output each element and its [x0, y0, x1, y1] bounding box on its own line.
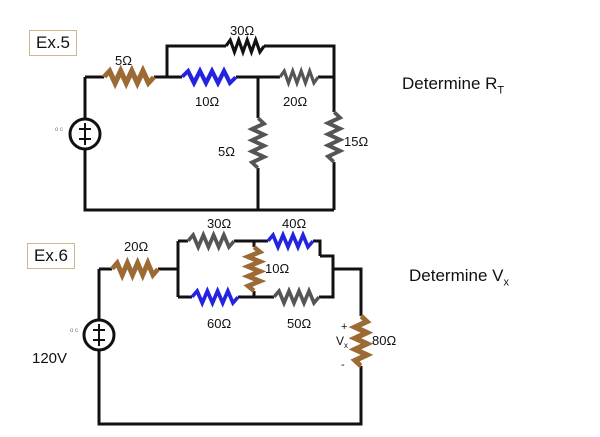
ex6-resistor-30ohm	[186, 233, 237, 249]
ex6-resistor-80ohm	[355, 316, 367, 366]
ex6-resistor-20ohm	[112, 263, 158, 275]
ex6-resistor-60ohm	[190, 289, 241, 305]
ex6-label-box: Ex.6	[27, 243, 76, 269]
ex6-label-80ohm: 80Ω	[372, 333, 396, 348]
ex5-label-10ohm: 10Ω	[195, 94, 219, 109]
ex5-label-20ohm: 20Ω	[283, 94, 307, 109]
ex6-label-50ohm: 50Ω	[287, 316, 311, 331]
ex5-voltage-source	[68, 117, 102, 151]
ex5-resistor-30ohm	[224, 38, 266, 54]
ex5-wire-bypass	[165, 44, 226, 77]
ex6-prompt: Determine Vx	[409, 266, 509, 289]
ex5-resistor-15ohm	[328, 112, 340, 162]
ex5-label-15ohm: 15Ω	[344, 134, 368, 149]
ex5-source-tag: o c	[55, 127, 63, 133]
ex5-label-5ohm-series: 5Ω	[115, 53, 132, 68]
ex5-resistor-5ohm-series	[104, 71, 154, 83]
ex6-vx-plus: +	[341, 321, 347, 333]
ex5-resistor-5ohm-vertical	[252, 118, 264, 168]
ex5-prompt: Determine RT	[402, 74, 505, 97]
ex6-voltage-source	[82, 318, 116, 352]
ex6-label-30ohm: 30Ω	[207, 216, 231, 231]
ex6-wire-left-bottom	[97, 350, 363, 426]
ex5-resistor-10ohm	[182, 71, 236, 83]
ex6-label-60ohm: 60Ω	[207, 316, 231, 331]
ex5-label-5ohm-vertical: 5Ω	[218, 144, 235, 159]
ex6-vx-minus: -	[341, 359, 345, 371]
ex6-wire-right-node	[320, 254, 363, 316]
ex6-resistor-40ohm	[266, 233, 315, 249]
ex5-label-30ohm: 30Ω	[230, 23, 254, 38]
ex5-wire-top-d	[318, 75, 336, 112]
ex6-source-tag: o c	[70, 328, 78, 334]
ex5-circuit	[83, 44, 336, 212]
ex6-vx-label: Vx	[336, 334, 348, 350]
ex6-wire-top-40b	[313, 239, 322, 256]
ex6-label-20ohm: 20Ω	[124, 239, 148, 254]
ex6-source-voltage: 120V	[32, 350, 67, 367]
ex5-resistor-20ohm	[278, 69, 320, 85]
ex6-label-10ohm: 10Ω	[265, 261, 289, 276]
ex6-label-40ohm: 40Ω	[282, 216, 306, 231]
ex5-wire-left-bottom	[83, 149, 334, 212]
ex5-label-box: Ex.5	[29, 30, 78, 56]
ex6-resistor-10ohm	[248, 247, 260, 291]
ex6-wire-bot-50b	[319, 269, 335, 299]
ex5-wire-bypass-right	[264, 44, 336, 77]
ex6-circuit	[97, 239, 363, 426]
ex6-resistor-50ohm	[272, 289, 321, 305]
